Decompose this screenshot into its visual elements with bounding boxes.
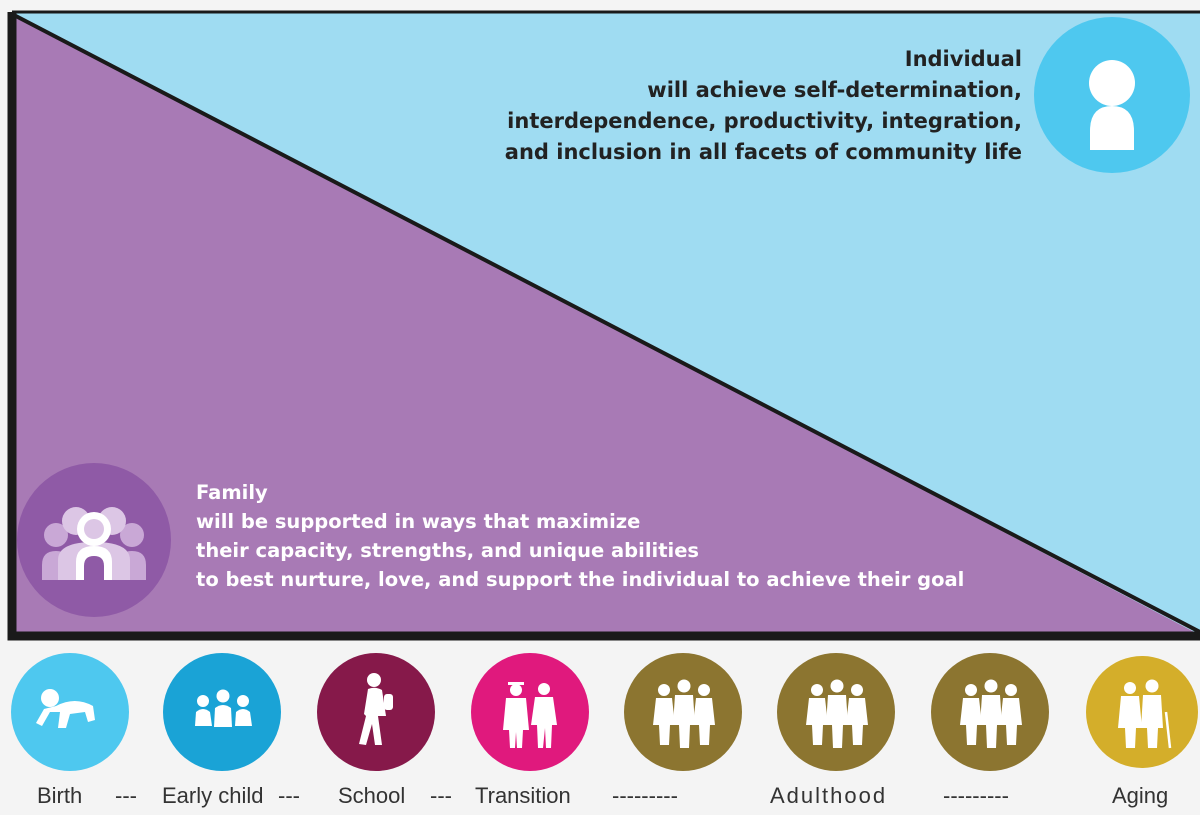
stage-separator: --- (430, 783, 452, 808)
family-line-2: will be supported in ways that maximize (196, 510, 641, 533)
person-icon (1034, 17, 1190, 173)
individual-line-2: will achieve self-determination, (647, 78, 1022, 102)
diagram-frame (7, 12, 1200, 641)
stage-aging: Aging (1112, 783, 1169, 808)
diagonal-divider (11, 12, 1200, 634)
family-line-4: to best nurture, love, and support the i… (196, 568, 965, 591)
elderly-couple-icon (1086, 656, 1198, 768)
individual-goal-text: Individual will achieve self-determinati… (505, 44, 1022, 168)
stage-adulthood: Adulthood (770, 783, 888, 808)
adults-group-icon (624, 653, 742, 771)
stage-school: School (338, 783, 406, 808)
family-goal-text: Family will be supported in ways that ma… (196, 478, 964, 594)
children-group-icon (163, 653, 281, 771)
individual-line-3: interdependence, productivity, integrati… (507, 109, 1022, 133)
stage-separator: --- (115, 783, 137, 808)
stage-separator: --------- (943, 783, 1009, 808)
family-heading: Family (196, 481, 268, 504)
family-group-icon (17, 463, 171, 617)
stage-separator: --- (278, 783, 300, 808)
life-stages-timeline: Birth --- Early child --- School --- Tra… (0, 783, 1200, 815)
stage-separator: --------- (612, 783, 678, 808)
family-line-3: their capacity, strengths, and unique ab… (196, 539, 700, 562)
stage-birth: Birth (37, 783, 83, 808)
individual-heading: Individual (904, 47, 1022, 71)
adults-group-icon (777, 653, 895, 771)
stage-early-child: Early child (162, 783, 264, 808)
individual-line-4: and inclusion in all facets of community… (504, 140, 1022, 164)
adults-group-icon (931, 653, 1049, 771)
graduates-icon (471, 653, 589, 771)
stage-transition: Transition (475, 783, 571, 808)
student-walking-icon (317, 653, 435, 771)
crawling-baby-icon (11, 653, 129, 771)
